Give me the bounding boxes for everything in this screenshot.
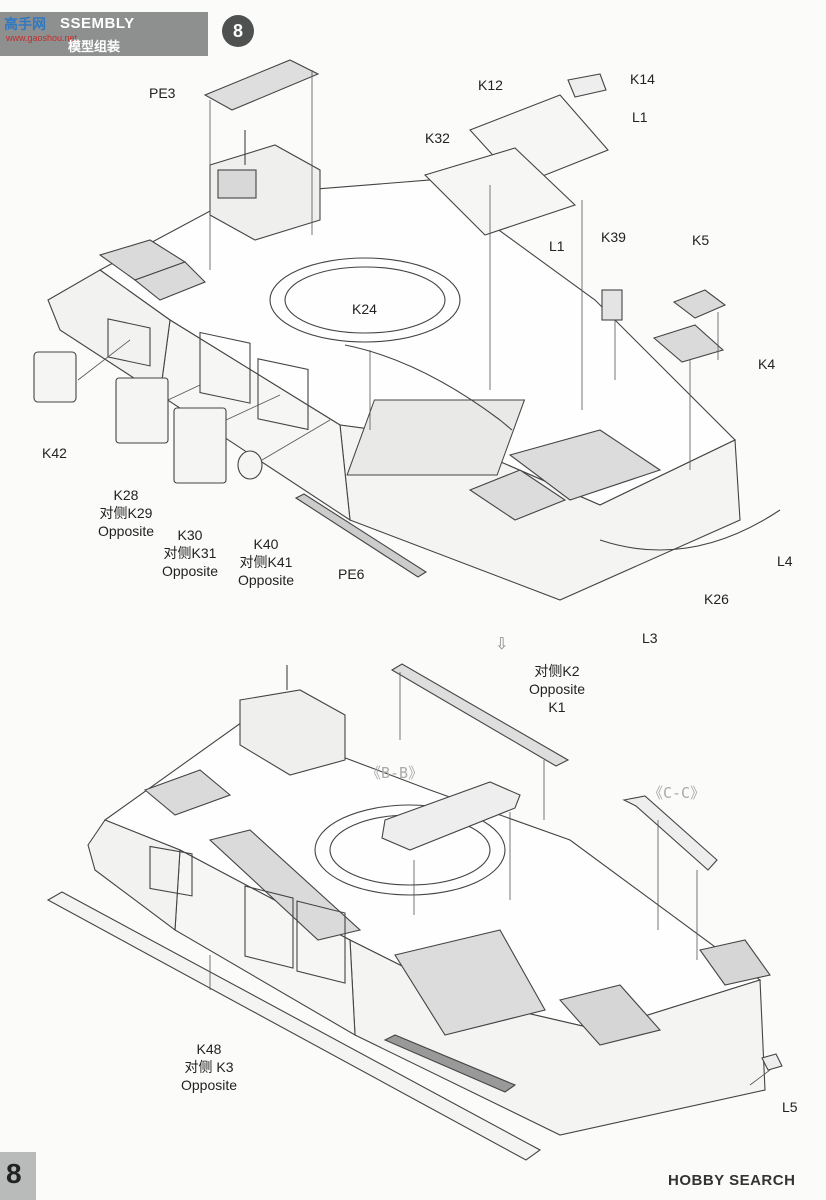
label-k28-opposite: Opposite <box>97 523 155 539</box>
watermark: HOBBY SEARCH <box>668 1172 796 1189</box>
label-k30-opposite: Opposite <box>161 563 219 579</box>
label-k48: K48 <box>196 1041 222 1057</box>
k1-strip <box>390 663 570 767</box>
page-number: 8 <box>6 1158 22 1189</box>
label-k1-group: 对侧K2 Opposite K1 <box>529 662 585 716</box>
label-k48-group: K48 对侧 K3 Opposite <box>181 1040 237 1094</box>
label-k32: K32 <box>425 130 450 146</box>
label-k28-group: K28 对侧K29 Opposite <box>98 486 154 540</box>
k5-grille <box>672 289 727 319</box>
label-k40-opposite: Opposite <box>237 572 295 588</box>
label-k4: K4 <box>758 356 776 372</box>
label-l1-mid: L1 <box>549 238 565 254</box>
section-title: SSEMBLY <box>60 15 135 32</box>
label-k48-opposite: Opposite <box>180 1077 238 1093</box>
pe3-grille <box>203 59 320 111</box>
label-k1-opposite-cn: 对侧K2 <box>534 663 580 679</box>
header-bar <box>0 12 208 56</box>
label-l3: L3 <box>642 630 658 646</box>
label-k28: K28 <box>113 487 139 503</box>
label-k24: K24 <box>352 301 377 317</box>
label-k1: K1 <box>548 699 566 715</box>
down-arrow-icon: ⇩ <box>495 634 509 653</box>
k32-hatch <box>423 147 577 236</box>
label-k14: K14 <box>630 71 655 87</box>
label-k30-opposite-cn: 对侧K31 <box>163 545 217 561</box>
label-k40: K40 <box>253 536 279 552</box>
pe6-strip <box>294 493 428 578</box>
l5-part <box>761 1053 783 1071</box>
label-l4: L4 <box>777 553 793 569</box>
label-k12: K12 <box>478 77 503 93</box>
k30-hatch <box>173 407 227 484</box>
k39-part <box>601 289 623 321</box>
label-k40-opposite-cn: 对侧K41 <box>239 554 293 570</box>
k28-hatch <box>115 377 169 444</box>
k14-cover <box>567 73 607 98</box>
bb-assembly <box>381 781 521 851</box>
site-logo: 高手网 <box>4 17 46 33</box>
cc-assembly <box>622 795 718 871</box>
k42-hatch <box>33 351 77 403</box>
section-label-cc: 《C-C》 <box>648 784 706 802</box>
label-l1-top: L1 <box>632 109 648 125</box>
label-k30-group: K30 对侧K31 Opposite <box>162 526 218 580</box>
section-label-bb: 《B-B》 <box>366 764 424 782</box>
turret-ring-top <box>269 257 461 343</box>
k48-fender <box>46 891 542 1161</box>
label-k1-opposite: Opposite <box>528 681 586 697</box>
turret-ring-bottom <box>314 804 506 896</box>
site-logo-url: www.gaoshou.net <box>6 33 78 43</box>
label-k28-opposite-cn: 对侧K29 <box>99 505 153 521</box>
step-number-badge: 8 <box>222 15 254 47</box>
label-k30: K30 <box>177 527 203 543</box>
k40-disc <box>237 450 263 480</box>
k4-grille <box>652 324 725 363</box>
k24-rod <box>344 344 513 431</box>
k26-pipe <box>599 509 781 551</box>
label-k39: K39 <box>601 229 626 245</box>
label-l5: L5 <box>782 1099 798 1115</box>
section-subtitle: 模型组装 <box>68 40 121 55</box>
label-k48-opposite-cn: 对侧 K3 <box>184 1059 234 1075</box>
page-number-box <box>0 1152 36 1200</box>
label-pe3: PE3 <box>149 85 176 101</box>
label-k5: K5 <box>692 232 710 248</box>
label-k26: K26 <box>704 591 729 607</box>
label-k40-group: K40 对侧K41 Opposite <box>238 535 294 589</box>
label-k42: K42 <box>42 445 67 461</box>
label-pe6: PE6 <box>338 566 365 582</box>
